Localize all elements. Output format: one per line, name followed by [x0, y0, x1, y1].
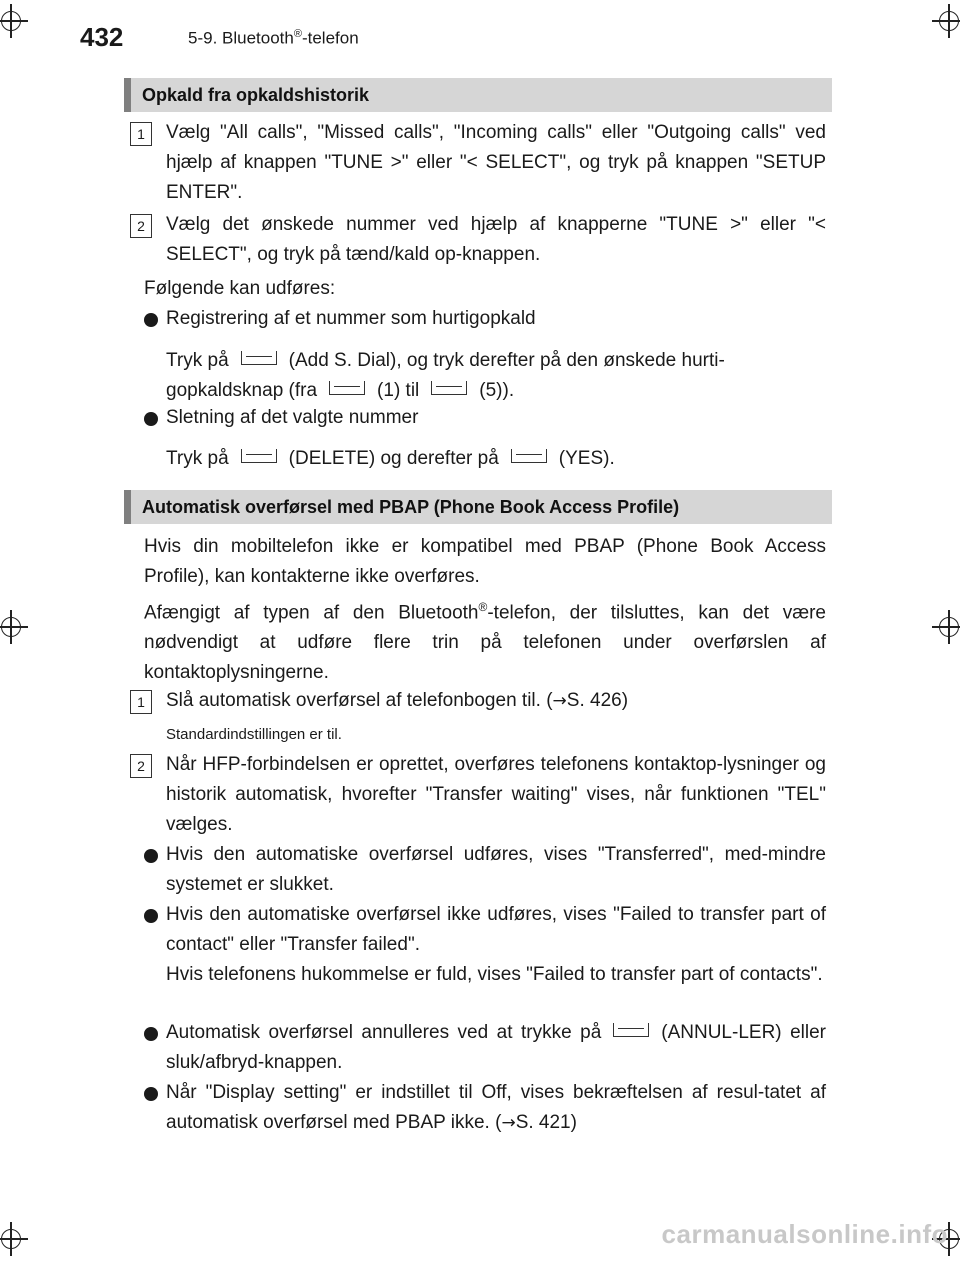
step-number: 1 — [130, 122, 152, 146]
bullet-icon — [144, 849, 158, 863]
bullet-icon — [144, 909, 158, 923]
crop-mark-icon — [0, 1222, 28, 1256]
step-text: Når HFP-forbindelsen er oprettet, overfø… — [166, 754, 826, 835]
button-icon — [431, 380, 468, 395]
note-text: Standardindstillingen er til. — [166, 726, 342, 743]
bullet-text: Hvis den automatiske overførsel udføres,… — [166, 844, 826, 895]
bullet-icon — [144, 313, 158, 327]
step-text: Vælg "All calls", "Missed calls", "Incom… — [166, 122, 826, 203]
crop-mark-icon — [932, 1222, 960, 1256]
section-header: Automatisk overførsel med PBAP (Phone Bo… — [124, 490, 832, 524]
paragraph: Afængigt af typen af den Bluetooth®-tele… — [144, 600, 826, 684]
bullet-icon — [144, 412, 158, 426]
step-text: Vælg det ønskede nummer ved hjælp af kna… — [166, 214, 826, 265]
bullet-text: Når "Display setting" er indstillet til … — [166, 1082, 826, 1133]
step-number: 2 — [130, 754, 152, 778]
instruction-line: Tryk på(Add S. Dial), og tryk derefter p… — [166, 350, 725, 371]
button-icon — [240, 448, 277, 463]
button-icon — [329, 380, 366, 395]
intro-text: Følgende kan udføres: — [144, 278, 336, 299]
paragraph: Hvis din mobiltelefon ikke er kompatibel… — [144, 536, 826, 587]
section-header: Opkald fra opkaldshistorik — [124, 78, 832, 112]
instruction-line: gopkaldsknap (fra(1) til(5)). — [166, 380, 515, 401]
step-number: 1 — [130, 690, 152, 714]
bullet-extra-text: Hvis telefonens hukommelse er fuld, vise… — [166, 964, 823, 985]
button-icon — [613, 1022, 650, 1037]
chapter-title: 5-9. Bluetooth®-telefon — [188, 28, 359, 48]
crop-mark-icon — [0, 4, 28, 38]
bullet-text: Automatisk overførsel annulleres ved at … — [166, 1022, 826, 1073]
button-icon — [510, 448, 547, 463]
bullet-icon — [144, 1087, 158, 1101]
crop-mark-icon — [932, 610, 960, 644]
step-number: 2 — [130, 214, 152, 238]
bullet-text: Sletning af det valgte nummer — [166, 407, 419, 428]
button-icon — [240, 350, 277, 365]
page-number: 432 — [80, 22, 124, 52]
bullet-icon — [144, 1027, 158, 1041]
instruction-line: Tryk på(DELETE) og derefter på(YES). — [166, 448, 615, 469]
bullet-text: Registrering af et nummer som hurtigopka… — [166, 308, 536, 329]
crop-mark-icon — [932, 4, 960, 38]
watermark: carmanualsonline.info — [661, 1219, 948, 1249]
step-text: Slå automatisk overførsel af telefonboge… — [166, 690, 629, 711]
bullet-text: Hvis den automatiske overførsel ikke udf… — [166, 904, 826, 955]
crop-mark-icon — [0, 610, 28, 644]
